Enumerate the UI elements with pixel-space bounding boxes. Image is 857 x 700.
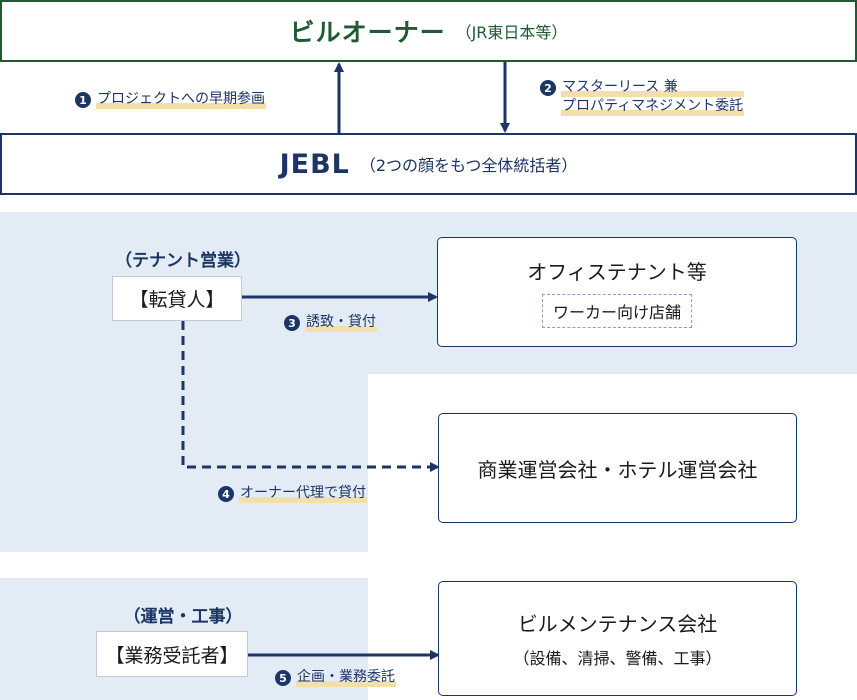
flow-label-3: 3 誘致・貸付 <box>284 313 377 332</box>
flow-number-3: 3 <box>284 315 300 331</box>
building-owner-box: ビルオーナー （JR東日本等） <box>0 0 857 62</box>
flow-label-4: 4 オーナー代理で貸付 <box>218 484 367 503</box>
flow-number-5: 5 <box>275 670 291 686</box>
maintenance-subtitle: （設備、清掃、警備、工事） <box>513 649 722 668</box>
flow-text-2-line2: プロパティマネジメント委託 <box>561 97 745 116</box>
flow-label-1: 1 プロジェクトへの早期参画 <box>75 90 266 109</box>
flow-text-5: 企画・業務委託 <box>296 668 396 687</box>
flow-text-4: オーナー代理で貸付 <box>239 484 367 503</box>
jebl-subtitle: （2つの顔をもつ全体統括者） <box>359 156 578 175</box>
commercial-hotel-box: 商業運営会社・ホテル運営会社 <box>438 413 797 523</box>
flow-text-2-line1: マスターリース 兼 <box>561 78 745 97</box>
flow-number-1: 1 <box>75 92 91 108</box>
sublessor-box: 【転貸人】 <box>112 276 242 321</box>
commercial-hotel-title: 商業運営会社・ホテル運営会社 <box>477 457 758 482</box>
worker-shop-badge: ワーカー向け店舗 <box>541 294 692 328</box>
jebl-box: JEBL （2つの顔をもつ全体統括者） <box>0 133 857 195</box>
owner-title: ビルオーナー <box>289 18 446 47</box>
arrow-tenant-to-commercial <box>181 321 440 472</box>
office-tenant-box: オフィステナント等 ワーカー向け店舗 <box>437 237 797 347</box>
flow-label-5: 5 企画・業務委託 <box>275 668 396 687</box>
contractor-box: 【業務受託者】 <box>96 631 248 677</box>
flow-label-2: 2 マスターリース 兼 プロパティマネジメント委託 <box>540 78 745 116</box>
flow-text-1: プロジェクトへの早期参画 <box>96 90 266 109</box>
flow-number-2: 2 <box>540 80 556 96</box>
office-tenant-title: オフィステナント等 <box>527 260 707 284</box>
flow-text-3: 誘致・貸付 <box>305 313 377 332</box>
flow-number-4: 4 <box>218 486 234 502</box>
maintenance-box: ビルメンテナンス会社 （設備、清掃、警備、工事） <box>438 581 797 696</box>
owner-subtitle: （JR東日本等） <box>455 23 568 42</box>
jebl-title: JEBL <box>279 148 350 180</box>
tenant-role-heading: （テナント営業） <box>115 251 251 271</box>
maintenance-title: ビルメンテナンス会社 <box>517 612 718 636</box>
ops-role-heading: （運営・工事） <box>123 607 243 627</box>
